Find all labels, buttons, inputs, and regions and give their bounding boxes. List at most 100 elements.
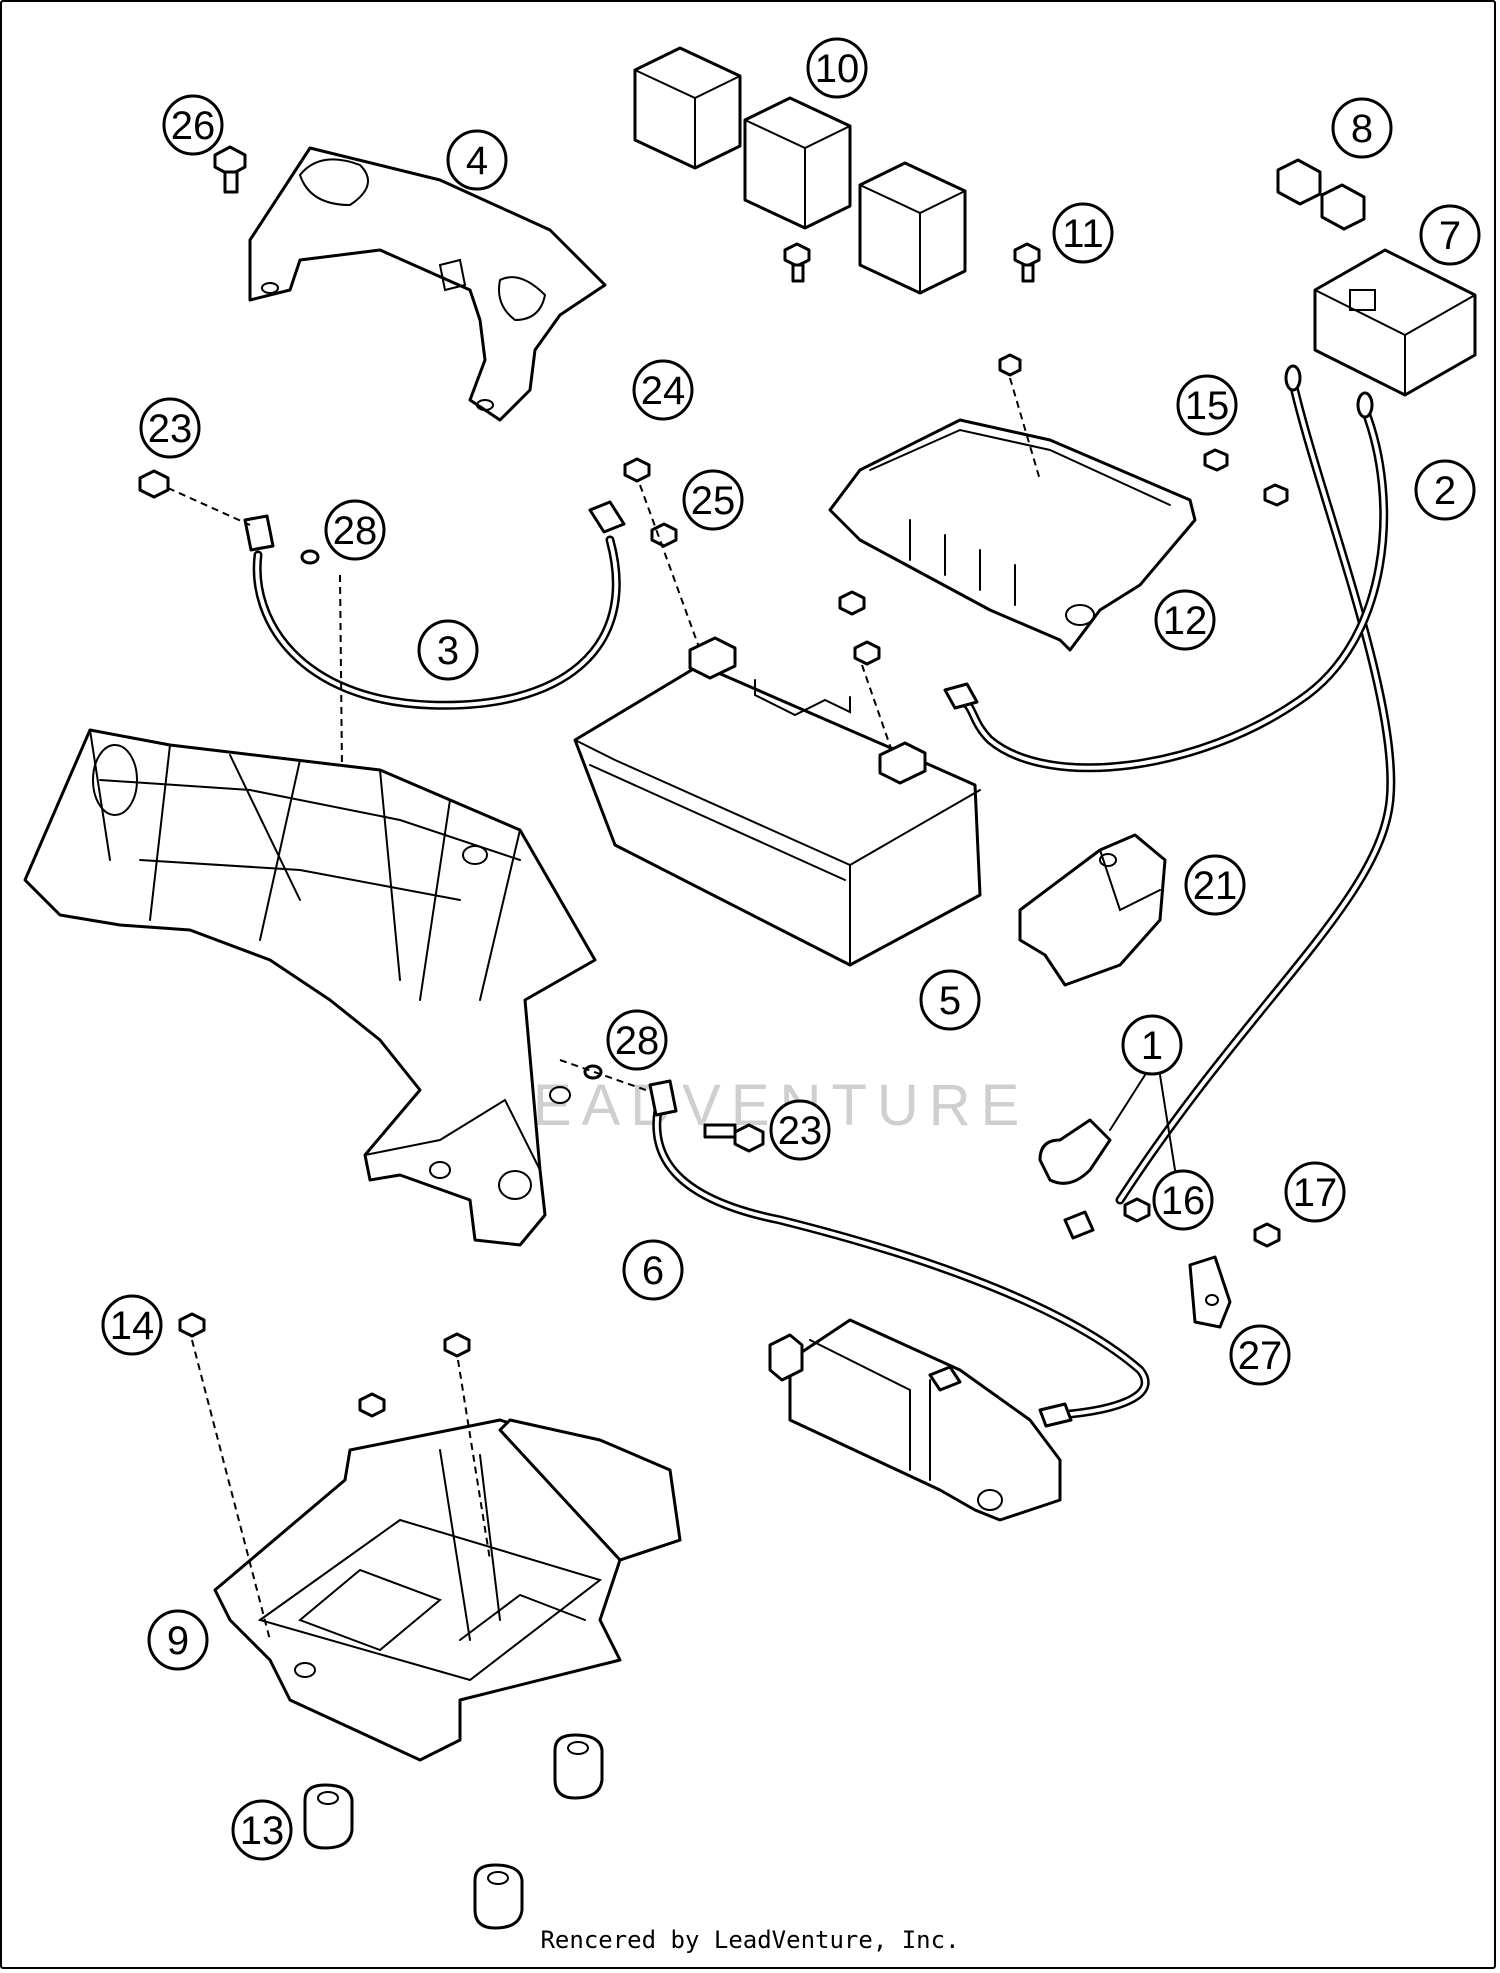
callout-circle bbox=[1176, 374, 1238, 436]
callout-23: 23 bbox=[139, 397, 201, 459]
callout-25: 25 bbox=[682, 469, 744, 531]
battery-bolts bbox=[623, 457, 896, 761]
leader-line-1 bbox=[1109, 1074, 1176, 1171]
starter-relay-7 bbox=[1313, 248, 1477, 397]
callout-circle bbox=[1284, 1161, 1346, 1223]
rubber-mounts-13 bbox=[303, 1733, 604, 1930]
callout-number: 9 bbox=[167, 1619, 189, 1663]
callout-number: 26 bbox=[171, 104, 216, 148]
callout-number: 16 bbox=[1161, 1179, 1206, 1223]
battery-bracket bbox=[248, 146, 607, 422]
callout-3: 3 bbox=[417, 619, 479, 681]
callout-circle bbox=[1121, 1014, 1183, 1076]
callout-circle bbox=[1331, 97, 1393, 159]
callout-13: 13 bbox=[231, 1799, 293, 1861]
motorcycle-frame bbox=[23, 728, 597, 1247]
callout-circle bbox=[1154, 589, 1216, 651]
callout-number: 1 bbox=[1141, 1024, 1163, 1068]
callout-circle bbox=[446, 129, 508, 191]
callout-number: 28 bbox=[615, 1019, 660, 1063]
callout-number: 27 bbox=[1238, 1334, 1283, 1378]
callout-5: 5 bbox=[919, 969, 981, 1031]
callout-28: 28 bbox=[606, 1009, 668, 1071]
callout-circle bbox=[324, 499, 386, 561]
callout-circle bbox=[769, 1099, 831, 1161]
screws-15 bbox=[1203, 448, 1289, 507]
callout-number: 17 bbox=[1293, 1171, 1338, 1215]
callout-1: 1 bbox=[1121, 1014, 1183, 1076]
callout-number: 6 bbox=[642, 1249, 664, 1293]
callout-6: 6 bbox=[622, 1239, 684, 1301]
callout-number: 25 bbox=[691, 479, 736, 523]
callout-2: 2 bbox=[1414, 459, 1476, 521]
callout-circle bbox=[1052, 202, 1114, 264]
callout-number: 14 bbox=[110, 1304, 155, 1348]
callout-number: 3 bbox=[437, 629, 459, 673]
callout-circle bbox=[1414, 459, 1476, 521]
callout-11: 11 bbox=[1052, 202, 1114, 264]
watermark-text: LEADVENTURE bbox=[491, 1073, 1030, 1138]
callout-circle bbox=[682, 469, 744, 531]
callout-28: 28 bbox=[324, 499, 386, 561]
callout-number: 11 bbox=[1062, 212, 1104, 256]
callout-number: 4 bbox=[466, 139, 488, 183]
callout-number: 24 bbox=[641, 369, 686, 413]
callout-12: 12 bbox=[1154, 589, 1216, 651]
callout-circle bbox=[231, 1799, 293, 1861]
bolt-26 bbox=[213, 145, 247, 194]
callout-number: 23 bbox=[148, 407, 193, 451]
callout-circle bbox=[622, 1239, 684, 1301]
callout-circle bbox=[417, 619, 479, 681]
callout-26: 26 bbox=[162, 94, 224, 156]
callout-number: 8 bbox=[1351, 107, 1373, 151]
callout-number: 7 bbox=[1439, 214, 1461, 258]
callout-circle bbox=[147, 1609, 209, 1671]
callout-7: 7 bbox=[1419, 204, 1481, 266]
callout-circle bbox=[101, 1294, 163, 1356]
small-fasteners bbox=[1038, 1118, 1281, 1329]
callout-number: 5 bbox=[939, 979, 961, 1023]
callout-circle bbox=[606, 1009, 668, 1071]
battery-tray-9 bbox=[178, 1312, 682, 1762]
callout-number: 21 bbox=[1193, 864, 1238, 908]
battery-5 bbox=[573, 636, 982, 967]
callout-circle bbox=[919, 969, 981, 1031]
callout-circle bbox=[1229, 1324, 1291, 1386]
callout-number: 2 bbox=[1434, 469, 1456, 513]
callout-circle bbox=[162, 94, 224, 156]
callout-number: 23 bbox=[778, 1109, 823, 1153]
callout-17: 17 bbox=[1284, 1161, 1346, 1223]
terminal-cover-21 bbox=[1018, 833, 1167, 987]
callout-number: 28 bbox=[333, 509, 378, 553]
callout-4: 4 bbox=[446, 129, 508, 191]
fuses-8 bbox=[1276, 158, 1366, 231]
callout-23: 23 bbox=[769, 1099, 831, 1161]
callout-16: 16 bbox=[1152, 1169, 1214, 1231]
callout-circle bbox=[1152, 1169, 1214, 1231]
callout-circle bbox=[1419, 204, 1481, 266]
callout-24: 24 bbox=[632, 359, 694, 421]
callout-circle bbox=[806, 37, 868, 99]
callout-21: 21 bbox=[1184, 854, 1246, 916]
callout-15: 15 bbox=[1176, 374, 1238, 436]
callout-14: 14 bbox=[101, 1294, 163, 1356]
callout-number: 13 bbox=[240, 1809, 285, 1853]
callout-number: 12 bbox=[1163, 599, 1208, 643]
callout-27: 27 bbox=[1229, 1324, 1291, 1386]
bolt-11 bbox=[1013, 242, 1041, 283]
callout-number: 10 bbox=[815, 47, 860, 91]
callout-8: 8 bbox=[1331, 97, 1393, 159]
footer-credit: Rencered by LeadVenture, Inc. bbox=[540, 1926, 960, 1954]
lower-fasteners bbox=[559, 1059, 765, 1153]
callout-9: 9 bbox=[147, 1609, 209, 1671]
ground-cable-3 bbox=[138, 469, 626, 771]
cables-1-2 bbox=[943, 364, 1396, 1205]
relays-10 bbox=[633, 46, 967, 295]
starter-motor bbox=[768, 1318, 1062, 1522]
callout-number: 15 bbox=[1185, 384, 1230, 428]
callout-circle bbox=[139, 397, 201, 459]
starter-cable-6 bbox=[648, 1079, 1150, 1428]
